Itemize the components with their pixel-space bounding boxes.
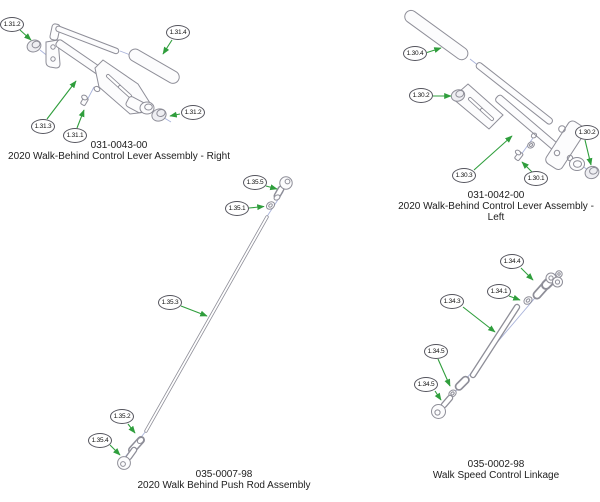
callout-1-35-4[interactable]: 1.35.4 bbox=[88, 433, 112, 448]
assembly-title: 2020 Walk Behind Push Rod Assembly bbox=[137, 480, 311, 491]
callout-1-34-5-b[interactable]: 1.34.5 bbox=[414, 377, 438, 392]
ball-joint bbox=[117, 446, 138, 470]
callout-1-30-2-a[interactable]: 1.30.2 bbox=[409, 88, 433, 103]
grip-tube bbox=[128, 48, 180, 84]
speed-linkage-drawing bbox=[431, 267, 563, 419]
callout-1-34-3[interactable]: 1.34.3 bbox=[440, 294, 464, 309]
push-rod-title-block: 035-0007-98 2020 Walk Behind Push Rod As… bbox=[119, 469, 329, 491]
callout-1-31-4[interactable]: 1.31.4 bbox=[166, 25, 190, 40]
clevis-yoke bbox=[532, 270, 563, 300]
callout-1-34-4[interactable]: 1.34.4 bbox=[500, 254, 524, 269]
callout-1-30-3[interactable]: 1.30.3 bbox=[452, 168, 476, 183]
callout-1-35-3[interactable]: 1.35.3 bbox=[158, 295, 182, 310]
callout-1-31-2-a[interactable]: 1.31.2 bbox=[0, 17, 24, 32]
bushing bbox=[26, 39, 42, 53]
push-rod bbox=[144, 215, 269, 433]
callout-1-30-2-b[interactable]: 1.30.2 bbox=[575, 125, 599, 140]
leader-arrows bbox=[19, 29, 181, 129]
callout-1-34-1[interactable]: 1.34.1 bbox=[487, 284, 511, 299]
part-number: 035-0007-98 bbox=[195, 469, 253, 480]
leader-arrows bbox=[434, 267, 534, 401]
callout-1-30-1[interactable]: 1.30.1 bbox=[524, 171, 548, 186]
leader-arrows bbox=[109, 184, 278, 456]
bushing bbox=[584, 165, 600, 180]
part-number: 031-0042-00 bbox=[467, 190, 525, 201]
callout-1-35-5[interactable]: 1.35.5 bbox=[243, 175, 267, 190]
set-screw bbox=[514, 149, 524, 161]
jam-nut bbox=[265, 201, 276, 210]
assembly-title: Walk Speed Control Linkage bbox=[432, 470, 560, 481]
assembly-title: 2020 Walk-Behind Control Lever Assembly … bbox=[398, 201, 594, 223]
washer bbox=[527, 141, 535, 149]
callout-1-35-2[interactable]: 1.35.2 bbox=[110, 409, 134, 424]
leader-arrows bbox=[426, 47, 593, 174]
grip-tube bbox=[404, 9, 469, 61]
part-number: 035-0002-98 bbox=[467, 459, 525, 470]
part-number: 031-0043-00 bbox=[90, 140, 148, 151]
left-lever-title-block: 031-0042-00 2020 Walk-Behind Control Lev… bbox=[391, 190, 600, 223]
set-screw bbox=[80, 94, 89, 106]
bushing bbox=[151, 108, 167, 122]
right-lever-drawing bbox=[19, 23, 181, 129]
callout-1-35-1[interactable]: 1.35.1 bbox=[225, 201, 249, 216]
assembly-title: 2020 Walk-Behind Control Lever Assembly … bbox=[8, 151, 230, 162]
speed-linkage-title-block: 035-0002-98 Walk Speed Control Linkage bbox=[396, 459, 596, 481]
callout-1-31-2-b[interactable]: 1.31.2 bbox=[181, 105, 205, 120]
ball-joint bbox=[431, 394, 454, 419]
push-rod-drawing bbox=[109, 176, 293, 470]
ball-joint bbox=[273, 176, 293, 201]
jam-nut bbox=[523, 296, 533, 305]
callout-1-31-1[interactable]: 1.31.1 bbox=[63, 128, 87, 143]
callout-1-34-5-a[interactable]: 1.34.5 bbox=[424, 344, 448, 359]
spacer bbox=[454, 375, 470, 391]
lever-weldment bbox=[45, 23, 155, 115]
callout-1-31-3[interactable]: 1.31.3 bbox=[31, 119, 55, 134]
linkage-rod bbox=[469, 303, 521, 379]
right-lever-title-block: 031-0043-00 2020 Walk-Behind Control Lev… bbox=[2, 140, 236, 162]
callout-1-30-4[interactable]: 1.30.4 bbox=[403, 46, 427, 61]
